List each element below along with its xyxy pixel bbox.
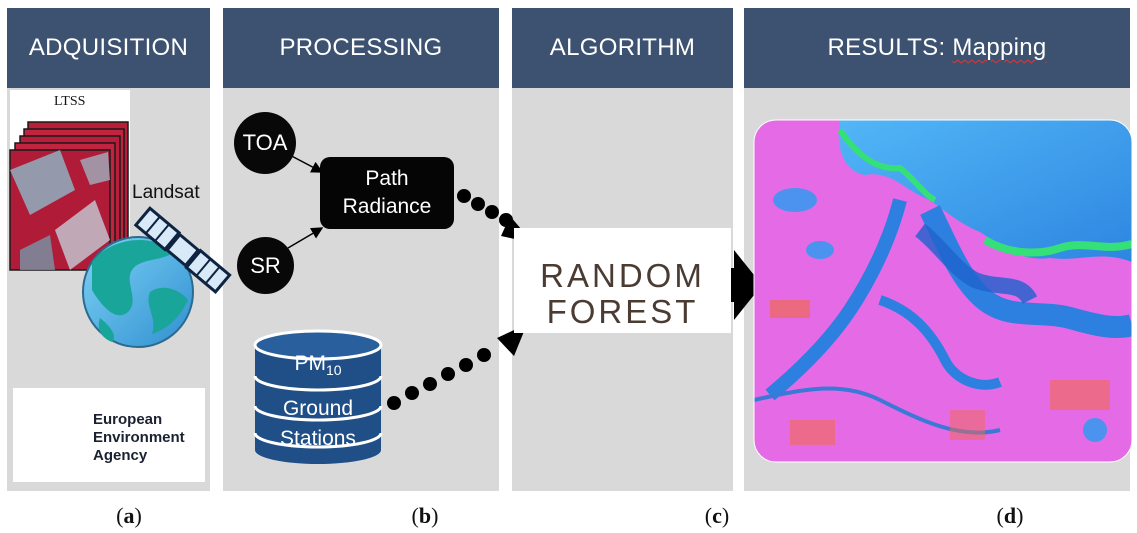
caption-d: (d)	[996, 503, 1024, 528]
path-radiance-line-1: Path	[365, 167, 409, 190]
dotted-arrow-stations-to-forest	[387, 324, 527, 410]
landsat-label: Landsat	[132, 182, 200, 203]
ltss-label: LTSS	[54, 94, 86, 109]
pm-text: PM	[294, 352, 326, 375]
random-forest-logo-text: RANDOM FOREST	[514, 258, 731, 330]
toa-node: TOA	[234, 112, 296, 174]
caption-b: (b)	[411, 503, 439, 528]
results-header-mapping: Mapping	[952, 34, 1047, 61]
path-radiance-line-2: Radiance	[342, 195, 432, 218]
eea-logo-box	[13, 388, 205, 482]
caption-a: (a)	[116, 503, 142, 528]
random-forest-line-1: RANDOM	[540, 257, 705, 294]
panel-header-processing: PROCESSING	[223, 8, 499, 88]
path-radiance-node: Path Radiance	[320, 157, 454, 229]
stations-label: Stations	[280, 427, 356, 450]
random-forest-line-2: FOREST	[546, 293, 699, 330]
eea-line-2: Environment	[93, 429, 185, 446]
eea-logo-text: European Environment Agency	[93, 411, 185, 465]
satellite-icon	[133, 206, 232, 295]
ground-label: Ground	[282, 397, 354, 420]
eea-line-1: European	[93, 411, 163, 428]
caption-c: (c)	[704, 503, 730, 528]
result-map-frame	[753, 119, 1133, 463]
result-map	[754, 120, 1132, 462]
globe-icon	[82, 236, 194, 348]
results-arrow	[718, 250, 762, 320]
results-header-prefix: RESULTS:	[827, 34, 953, 61]
satellite-image-stack	[9, 121, 129, 271]
eea-line-3: Agency	[93, 447, 148, 464]
random-forest-box	[514, 228, 731, 333]
sr-node: SR	[237, 237, 294, 294]
pm10-label: PM10	[255, 352, 381, 378]
panel-header-acquisition: ADQUISITION	[7, 8, 210, 88]
panel-header-results: RESULTS: Mapping	[744, 8, 1130, 88]
sr-arrow	[287, 227, 324, 249]
panel-header-algorithm: ALGORITHM	[512, 8, 733, 88]
database-icon	[253, 329, 383, 464]
pm-subscript: 10	[325, 362, 342, 379]
